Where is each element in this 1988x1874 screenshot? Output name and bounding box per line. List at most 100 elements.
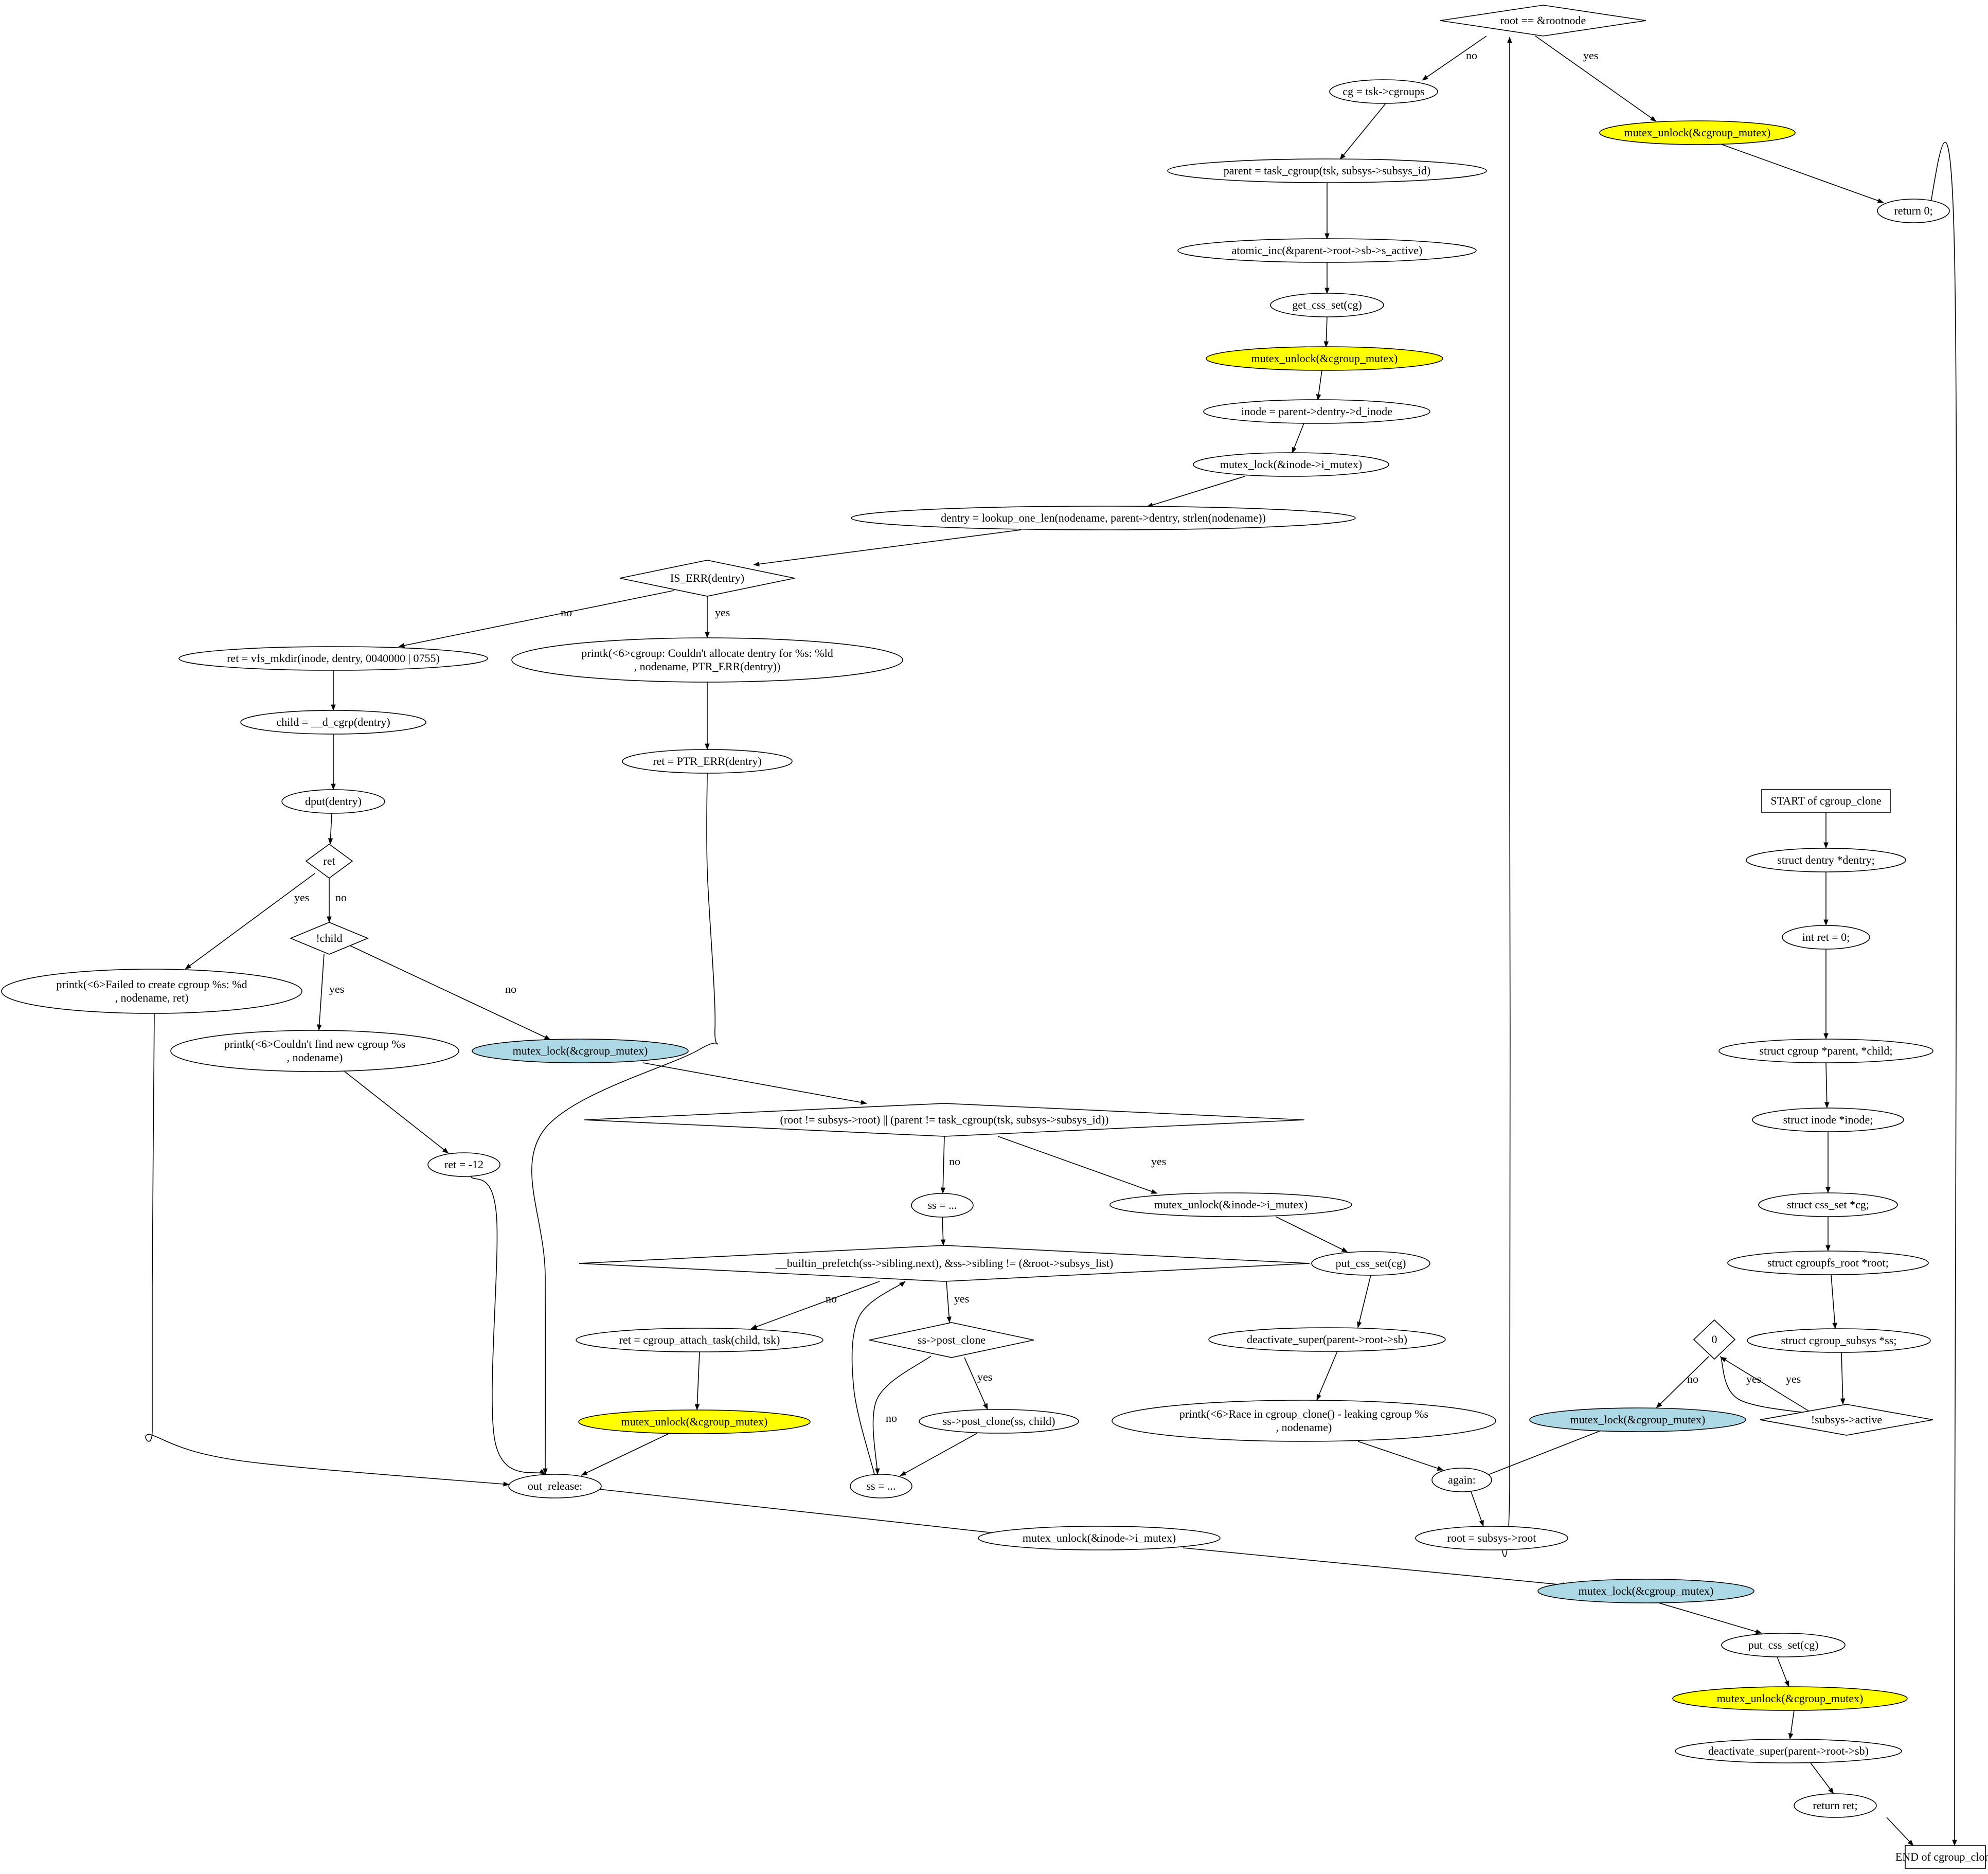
node-label: START of cgroup_clone: [1770, 794, 1881, 807]
edge-decl_subsys-to-active_check: [1840, 1352, 1846, 1405]
statement-ellipse: [851, 506, 1356, 530]
edge-label-yes: yes: [1583, 49, 1598, 62]
node-label: again:: [1448, 1473, 1476, 1486]
statement-ellipse: [1752, 1108, 1904, 1132]
node-label: dput(dentry): [305, 795, 362, 808]
statement-ellipse: [1203, 399, 1430, 424]
node-inode-assign: inode = parent->dentry->d_inode: [1203, 399, 1430, 424]
statement-ellipse: [578, 1409, 811, 1434]
statement-ellipse: [1311, 1251, 1430, 1276]
statement-ellipse: [622, 749, 793, 774]
node-label: !subsys->active: [1811, 1413, 1882, 1426]
statement-ellipse: [427, 1152, 500, 1177]
statement-ellipse: [1794, 1793, 1877, 1818]
edge-again-to-root_assign: [1471, 1491, 1484, 1527]
node-label: mutex_unlock(&cgroup_mutex): [1624, 126, 1771, 139]
decision-diamond: [305, 844, 353, 879]
edge-put_css_race-to-deactivate_race: [1357, 1275, 1371, 1328]
statement-ellipse: [978, 1526, 1221, 1550]
edge-ss_init-to-loop_cond: [940, 1217, 946, 1246]
statement-ellipse: [1758, 1192, 1898, 1217]
node-again: again:: [1431, 1468, 1492, 1492]
decision-diamond: [584, 1103, 1305, 1137]
statement-ellipse: [1109, 1192, 1352, 1217]
node-label: mutex_unlock(&cgroup_mutex): [621, 1415, 768, 1428]
statement-ellipse: [1746, 848, 1906, 872]
node-dput: dput(dentry): [281, 789, 385, 814]
edge-deactivate_out-to-return_ret: [1810, 1762, 1834, 1794]
node-label: printk(<6>cgroup: Couldn't allocate dent…: [581, 647, 833, 659]
edge-decl_parent-to-decl_inode: [1824, 1062, 1830, 1109]
node-label: ss = ...: [927, 1199, 957, 1211]
node-cg-assign: cg = tsk->cgroups: [1329, 79, 1438, 104]
edge-label-no: no: [1466, 49, 1477, 62]
node-label: mutex_lock(&cgroup_mutex): [513, 1044, 648, 1057]
statement-ellipse: [1727, 1251, 1929, 1275]
edge-ret_check-to-printk_fail: [185, 873, 315, 970]
edge-unlock_top-to-return0: [1720, 144, 1884, 203]
node-label: mutex_unlock(&cgroup_mutex): [1717, 1692, 1864, 1705]
edge-printk_fail-to-out_release: [145, 1013, 510, 1487]
node-not-child: !child: [289, 922, 369, 955]
decision-diamond: [1440, 5, 1646, 37]
node-put-css-race: put_css_set(cg): [1311, 1251, 1430, 1276]
edge-label-yes: yes: [1786, 1372, 1801, 1385]
node-label: deactivate_super(parent->root->sb): [1247, 1333, 1407, 1346]
edge-label-no: no: [949, 1155, 960, 1168]
statement-ellipse: [1877, 199, 1950, 223]
node-post-clone-call: ss->post_clone(ss, child): [919, 1409, 1079, 1434]
edge-out_release-to-unlock_imutex_out: [599, 1489, 1009, 1537]
node-printk-alloc: printk(<6>cgroup: Couldn't allocate dent…: [511, 637, 903, 683]
edge-not_child-to-lock_cg_1: [349, 945, 551, 1040]
statement-ellipse: [1718, 1039, 1933, 1063]
edge-printk_race-to-again: [1357, 1441, 1444, 1471]
node-label: IS_ERR(dentry): [670, 572, 744, 584]
node-label: mutex_unlock(&inode->i_mutex): [1023, 1531, 1176, 1544]
edge-unlock_imutex_out-to-lock_cg_out: [1183, 1547, 1569, 1587]
node-label: mutex_lock(&cgroup_mutex): [1579, 1584, 1714, 1597]
node-label: return 0;: [1894, 204, 1932, 217]
node-label: struct css_set *cg;: [1787, 1198, 1869, 1211]
statement-ellipse: [508, 1474, 602, 1498]
edge-label-yes: yes: [329, 983, 344, 995]
node-label: struct inode *inode;: [1783, 1113, 1873, 1126]
node-decl-subsys: struct cgroup_subsys *ss;: [1747, 1328, 1931, 1353]
statement-ellipse: [1599, 120, 1796, 145]
edge-zero_check-to-active_check: [1720, 1355, 1821, 1416]
node-ss-init: ss = ...: [911, 1193, 974, 1218]
edge-active_check-to-zero_check: [1720, 1357, 1811, 1413]
node-unlock-2: mutex_unlock(&cgroup_mutex): [1206, 346, 1443, 371]
statement-ellipse: [1431, 1468, 1492, 1492]
edge-dput-to-ret_check: [328, 813, 333, 845]
node-label: ss->post_clone: [918, 1333, 986, 1346]
edge-post_clone_check-to-post_clone_call: [964, 1357, 988, 1410]
edge-unlock_3-to-out_release: [581, 1433, 669, 1476]
node-root-check: root == &rootnode: [1440, 5, 1646, 37]
node-label: ss = ...: [866, 1479, 896, 1492]
edge-root_assign-to-root_check: [1496, 37, 1512, 1558]
node-label: (root != subsys->root) || (parent != tas…: [780, 1113, 1109, 1126]
node-label: printk(<6>Failed to create cgroup %s: %d: [56, 978, 247, 991]
edge-label-no: no: [505, 983, 516, 995]
statement-ellipse: [1193, 452, 1389, 477]
statement-ellipse: [178, 646, 488, 671]
node-attach-task: ret = cgroup_attach_task(child, tsk): [576, 1328, 823, 1352]
node-unlock-imutex-race: mutex_unlock(&inode->i_mutex): [1109, 1192, 1352, 1217]
statement-ellipse: [1177, 238, 1477, 263]
node-unlock-3: mutex_unlock(&cgroup_mutex): [578, 1409, 811, 1434]
statement-ellipse: [472, 1039, 689, 1063]
edge-label-yes: yes: [715, 606, 730, 619]
edge-loop_cond-to-post_clone_check: [946, 1281, 952, 1323]
node-label: ret = PTR_ERR(dentry): [653, 755, 762, 768]
edge-decl_root-to-decl_subsys: [1831, 1274, 1837, 1329]
node-ret-12: ret = -12: [427, 1152, 500, 1177]
node-label: ret = vfs_mkdir(inode, dentry, 0040000 |…: [227, 652, 440, 665]
node-label: struct cgroup *parent, *child;: [1759, 1044, 1892, 1057]
statement-ellipse: [576, 1328, 823, 1352]
node-label: return ret;: [1813, 1799, 1857, 1812]
node-lock-cg-out: mutex_lock(&cgroup_mutex): [1537, 1579, 1754, 1603]
node-label: , nodename, PTR_ERR(dentry)): [634, 660, 781, 673]
node-deactivate-out: deactivate_super(parent->root->sb): [1675, 1739, 1902, 1763]
node-label: cg = tsk->cgroups: [1342, 85, 1424, 98]
